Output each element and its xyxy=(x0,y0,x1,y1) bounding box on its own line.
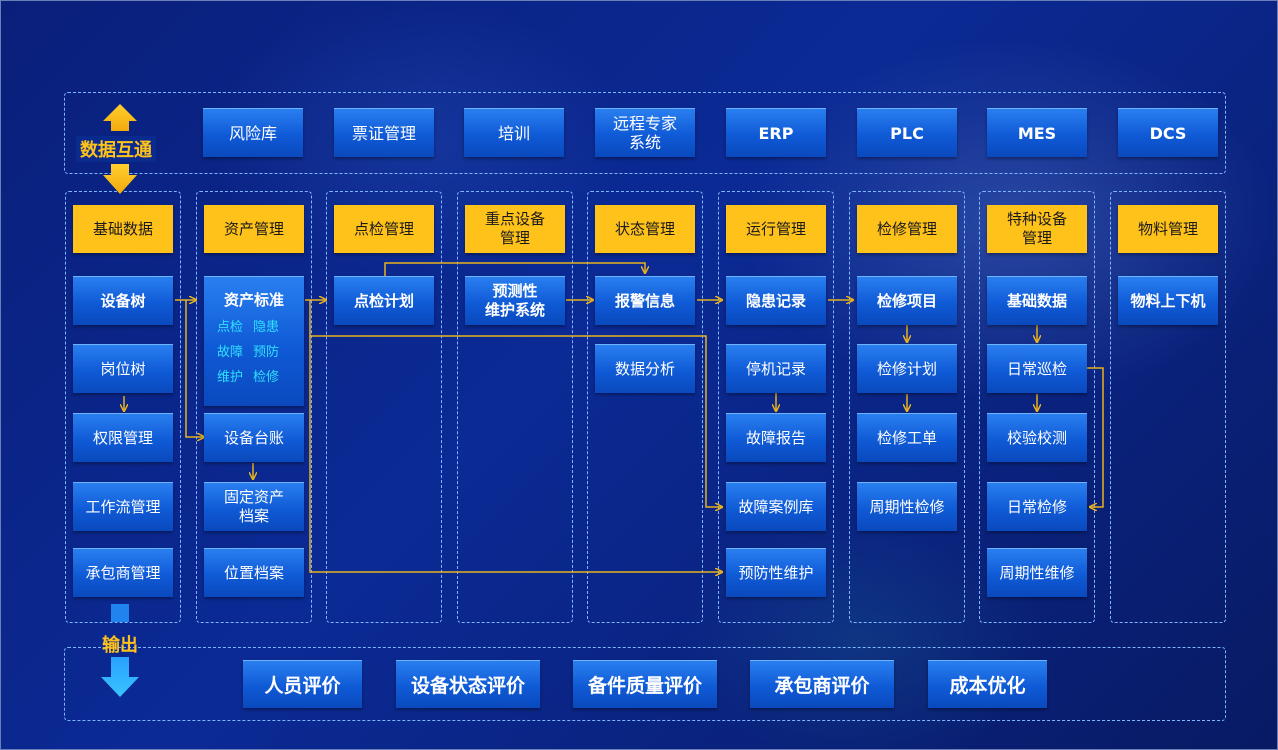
special-basic-data-box[interactable]: 基础数据 xyxy=(987,276,1087,325)
asset-standard-tags: 点检 隐患 故障 预防 维护 检修 xyxy=(217,319,289,387)
permission-management-box[interactable]: 权限管理 xyxy=(73,413,173,462)
daily-repair-box[interactable]: 日常检修 xyxy=(987,482,1087,531)
material-onoff-box[interactable]: 物料上下机 xyxy=(1118,276,1218,325)
tag-prevention: 预防 xyxy=(253,345,280,360)
periodic-repair-box[interactable]: 周期性维修 xyxy=(987,548,1087,597)
head-material-management[interactable]: 物料管理 xyxy=(1118,205,1218,253)
asset-standard-label: 资产标准 xyxy=(223,291,284,309)
calibration-box[interactable]: 校验校测 xyxy=(987,413,1087,462)
column-4-container xyxy=(457,191,573,623)
head-asset-management[interactable]: 资产管理 xyxy=(204,205,304,253)
output-cost-optimization[interactable]: 成本优化 xyxy=(928,660,1047,708)
data-analysis-box[interactable]: 数据分析 xyxy=(595,344,695,393)
position-tree-box[interactable]: 岗位树 xyxy=(73,344,173,393)
fault-report-box[interactable]: 故障报告 xyxy=(726,413,826,462)
output-arrow-top xyxy=(111,604,129,622)
predictive-maintenance-box[interactable]: 预测性 维护系统 xyxy=(465,276,565,325)
column-6-container xyxy=(718,191,834,623)
preventive-maintenance-box[interactable]: 预防性维护 xyxy=(726,548,826,597)
column-3-container xyxy=(326,191,442,623)
column-2-container xyxy=(196,191,312,623)
top-plc[interactable]: PLC xyxy=(857,108,957,157)
column-5-container xyxy=(587,191,703,623)
output-spare-quality-evaluation[interactable]: 备件质量评价 xyxy=(573,660,717,708)
head-maintenance-management[interactable]: 检修管理 xyxy=(857,205,957,253)
top-training[interactable]: 培训 xyxy=(464,108,564,157)
tag-maintain: 维护 xyxy=(217,370,244,385)
fixed-asset-archive-box[interactable]: 固定资产 档案 xyxy=(204,482,304,531)
hazard-record-box[interactable]: 隐患记录 xyxy=(726,276,826,325)
tag-inspection: 点检 xyxy=(217,320,244,335)
asset-standard-box[interactable]: 资产标准 xyxy=(204,276,304,406)
output-contractor-evaluation[interactable]: 承包商评价 xyxy=(750,660,894,708)
equipment-tree-box[interactable]: 设备树 xyxy=(73,276,173,325)
top-ticket-management[interactable]: 票证管理 xyxy=(334,108,434,157)
top-dcs[interactable]: DCS xyxy=(1118,108,1218,157)
head-operation-management[interactable]: 运行管理 xyxy=(726,205,826,253)
output-equipment-status-evaluation[interactable]: 设备状态评价 xyxy=(396,660,540,708)
output-container xyxy=(64,647,1226,721)
column-8-container xyxy=(979,191,1095,623)
location-archive-box[interactable]: 位置档案 xyxy=(204,548,304,597)
fault-case-library-box[interactable]: 故障案例库 xyxy=(726,482,826,531)
maintenance-work-order-box[interactable]: 检修工单 xyxy=(857,413,957,462)
equipment-ledger-box[interactable]: 设备台账 xyxy=(204,413,304,462)
head-inspection-management[interactable]: 点检管理 xyxy=(334,205,434,253)
column-9-container xyxy=(1110,191,1226,623)
exchange-up-arrow xyxy=(103,104,137,131)
head-status-management[interactable]: 状态管理 xyxy=(595,205,695,253)
inspection-plan-box[interactable]: 点检计划 xyxy=(334,276,434,325)
alarm-info-box[interactable]: 报警信息 xyxy=(595,276,695,325)
daily-patrol-box[interactable]: 日常巡检 xyxy=(987,344,1087,393)
maintenance-plan-box[interactable]: 检修计划 xyxy=(857,344,957,393)
head-basic-data[interactable]: 基础数据 xyxy=(73,205,173,253)
periodic-maintenance-box[interactable]: 周期性检修 xyxy=(857,482,957,531)
top-erp[interactable]: ERP xyxy=(726,108,826,157)
output-arrow-down xyxy=(101,657,139,697)
tag-hazard: 隐患 xyxy=(253,320,280,335)
exchange-down-arrow xyxy=(103,164,137,194)
shutdown-record-box[interactable]: 停机记录 xyxy=(726,344,826,393)
top-risk-library[interactable]: 风险库 xyxy=(203,108,303,157)
head-special-equipment[interactable]: 特种设备 管理 xyxy=(987,205,1087,253)
maintenance-item-box[interactable]: 检修项目 xyxy=(857,276,957,325)
contractor-management-box[interactable]: 承包商管理 xyxy=(73,548,173,597)
head-key-equipment[interactable]: 重点设备 管理 xyxy=(465,205,565,253)
column-1-container xyxy=(65,191,181,623)
top-systems-container xyxy=(64,92,1226,174)
top-mes[interactable]: MES xyxy=(987,108,1087,157)
top-remote-expert[interactable]: 远程专家 系统 xyxy=(595,108,695,157)
tag-fault: 故障 xyxy=(217,345,244,360)
column-7-container xyxy=(849,191,965,623)
workflow-management-box[interactable]: 工作流管理 xyxy=(73,482,173,531)
output-label: 输出 xyxy=(102,635,138,656)
tag-overhaul: 检修 xyxy=(253,370,280,385)
output-personnel-evaluation[interactable]: 人员评价 xyxy=(243,660,362,708)
exchange-label: 数据互通 xyxy=(76,136,156,162)
